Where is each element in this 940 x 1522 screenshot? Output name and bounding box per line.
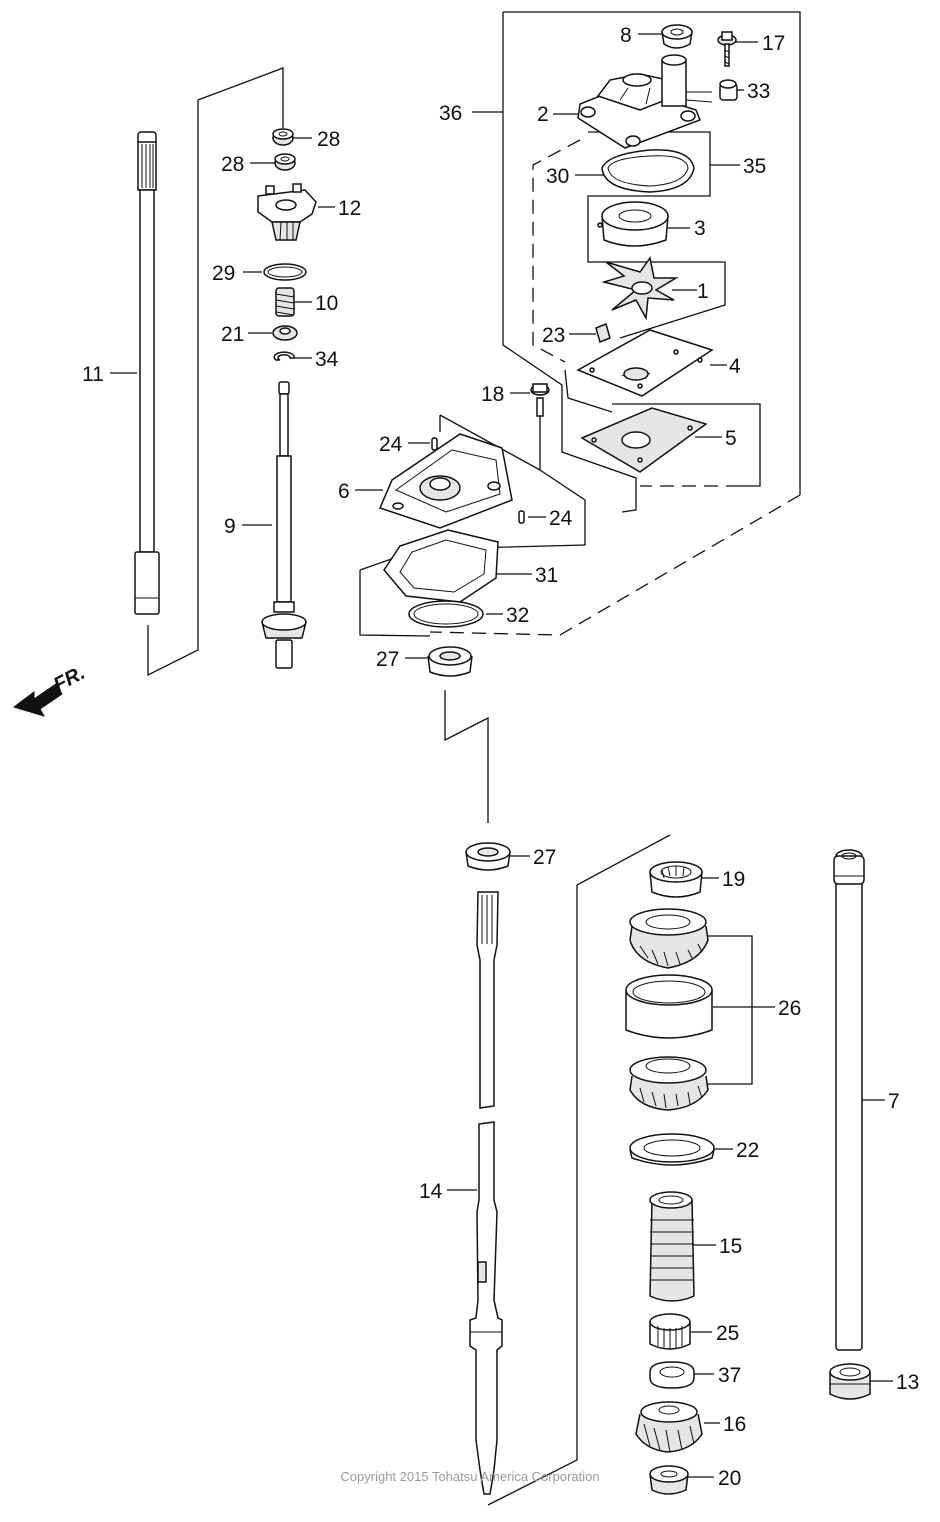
- part-28-bearing-upper: [272, 128, 294, 146]
- group-boundary-lines: [147, 11, 801, 1506]
- callout-10: 10: [315, 292, 338, 315]
- part-37-lock-washer: [649, 1361, 695, 1389]
- callout-33: 33: [747, 80, 770, 103]
- part-8-grommet: [661, 24, 693, 49]
- callout-26: 26: [778, 997, 801, 1020]
- callout-13: 13: [896, 1371, 919, 1394]
- part-4-wear-plate: [576, 329, 714, 397]
- part-25-bearing: [649, 1313, 691, 1350]
- leader-lines: [110, 33, 893, 1478]
- part-21-washer: [272, 325, 298, 341]
- callout-18: 18: [481, 383, 504, 406]
- part-1-impeller: [601, 256, 679, 321]
- part-13-grommet: [829, 1363, 871, 1400]
- callout-2: 2: [537, 103, 549, 126]
- callout-1: 1: [697, 280, 709, 303]
- callout-17: 17: [762, 32, 785, 55]
- callout-19: 19: [722, 868, 745, 891]
- part-20-nut: [649, 1465, 689, 1495]
- part-6-pump-case: [378, 433, 513, 529]
- part-26-bevel-gear-lower: [629, 1056, 709, 1111]
- part-12-gear: [257, 183, 317, 241]
- callout-5: 5: [725, 427, 737, 450]
- callout-24-lower: 24: [549, 507, 573, 530]
- callout-34: 34: [315, 348, 339, 371]
- part-19-needle-bearing: [649, 861, 703, 898]
- callout-29: 29: [212, 262, 235, 285]
- callout-30: 30: [546, 165, 569, 188]
- part-16-pinion-gear: [635, 1401, 703, 1453]
- callout-32: 32: [506, 604, 529, 627]
- callout-28-upper: 28: [317, 128, 340, 151]
- part-27-oil-seal-upper: [427, 646, 473, 677]
- part-32-o-ring: [408, 600, 484, 628]
- part-5-pump-gasket: [580, 407, 708, 473]
- callout-31: 31: [535, 564, 558, 587]
- part-17-bolt: [717, 31, 737, 67]
- callout-9: 9: [224, 515, 236, 538]
- part-30-seal-ring: [601, 149, 695, 193]
- part-3-pump-liner: [597, 201, 669, 247]
- part-2-pump-housing: [577, 54, 713, 149]
- part-34-clip: [273, 351, 295, 361]
- part-10-spring: [275, 287, 295, 317]
- part-7-water-tube: [833, 849, 865, 1351]
- callout-36: 36: [439, 102, 462, 125]
- part-28-bearing-lower: [274, 153, 296, 171]
- callout-11: 11: [82, 363, 104, 386]
- callout-25: 25: [716, 1322, 739, 1345]
- copyright-notice: Copyright 2015 Tohatsu America Corporati…: [340, 1469, 599, 1484]
- callout-37: 37: [718, 1364, 741, 1387]
- callout-14: 14: [419, 1180, 443, 1203]
- callout-6: 6: [338, 480, 350, 503]
- part-14-propeller-shaft: [469, 891, 503, 1495]
- callout-3: 3: [694, 217, 706, 240]
- part-27-oil-seal-lower: [465, 842, 511, 871]
- callout-21: 21: [221, 323, 244, 346]
- callout-4: 4: [729, 355, 741, 378]
- part-18-bolt: [530, 383, 550, 417]
- callout-35: 35: [743, 155, 766, 178]
- part-31-case-gasket: [383, 529, 499, 603]
- part-22-thrust-washer: [629, 1133, 715, 1166]
- callout-20: 20: [718, 1467, 741, 1490]
- part-24-dowel-pin-upper: [431, 437, 438, 451]
- part-23-key: [595, 322, 611, 344]
- callout-27-upper: 27: [376, 648, 399, 671]
- callout-7: 7: [888, 1090, 900, 1113]
- callout-23: 23: [542, 324, 565, 347]
- front-direction-arrow: FR.: [12, 662, 89, 717]
- part-9-shift-rod: [261, 381, 307, 669]
- callout-24-upper: 24: [379, 433, 403, 456]
- part-11-drive-shaft: [134, 131, 160, 615]
- part-26-bevel-gear-upper: [629, 908, 709, 969]
- callout-8: 8: [620, 24, 632, 47]
- part-29-o-ring: [263, 263, 307, 281]
- callout-28-lower: 28: [221, 153, 244, 176]
- callout-12: 12: [338, 197, 361, 220]
- callout-16: 16: [723, 1413, 746, 1436]
- part-15-dog-clutch: [649, 1191, 695, 1302]
- callout-labels: 1 2 3 4 5 6 7 8 9 10 11 12 13 14 15 16 1…: [82, 24, 919, 1490]
- callout-15: 15: [719, 1235, 742, 1258]
- part-26-bearing-race: [625, 974, 713, 1039]
- part-33-collar: [719, 79, 738, 101]
- callout-22: 22: [736, 1139, 759, 1162]
- part-24-dowel-pin-lower: [518, 510, 525, 524]
- callout-27-lower: 27: [533, 846, 556, 869]
